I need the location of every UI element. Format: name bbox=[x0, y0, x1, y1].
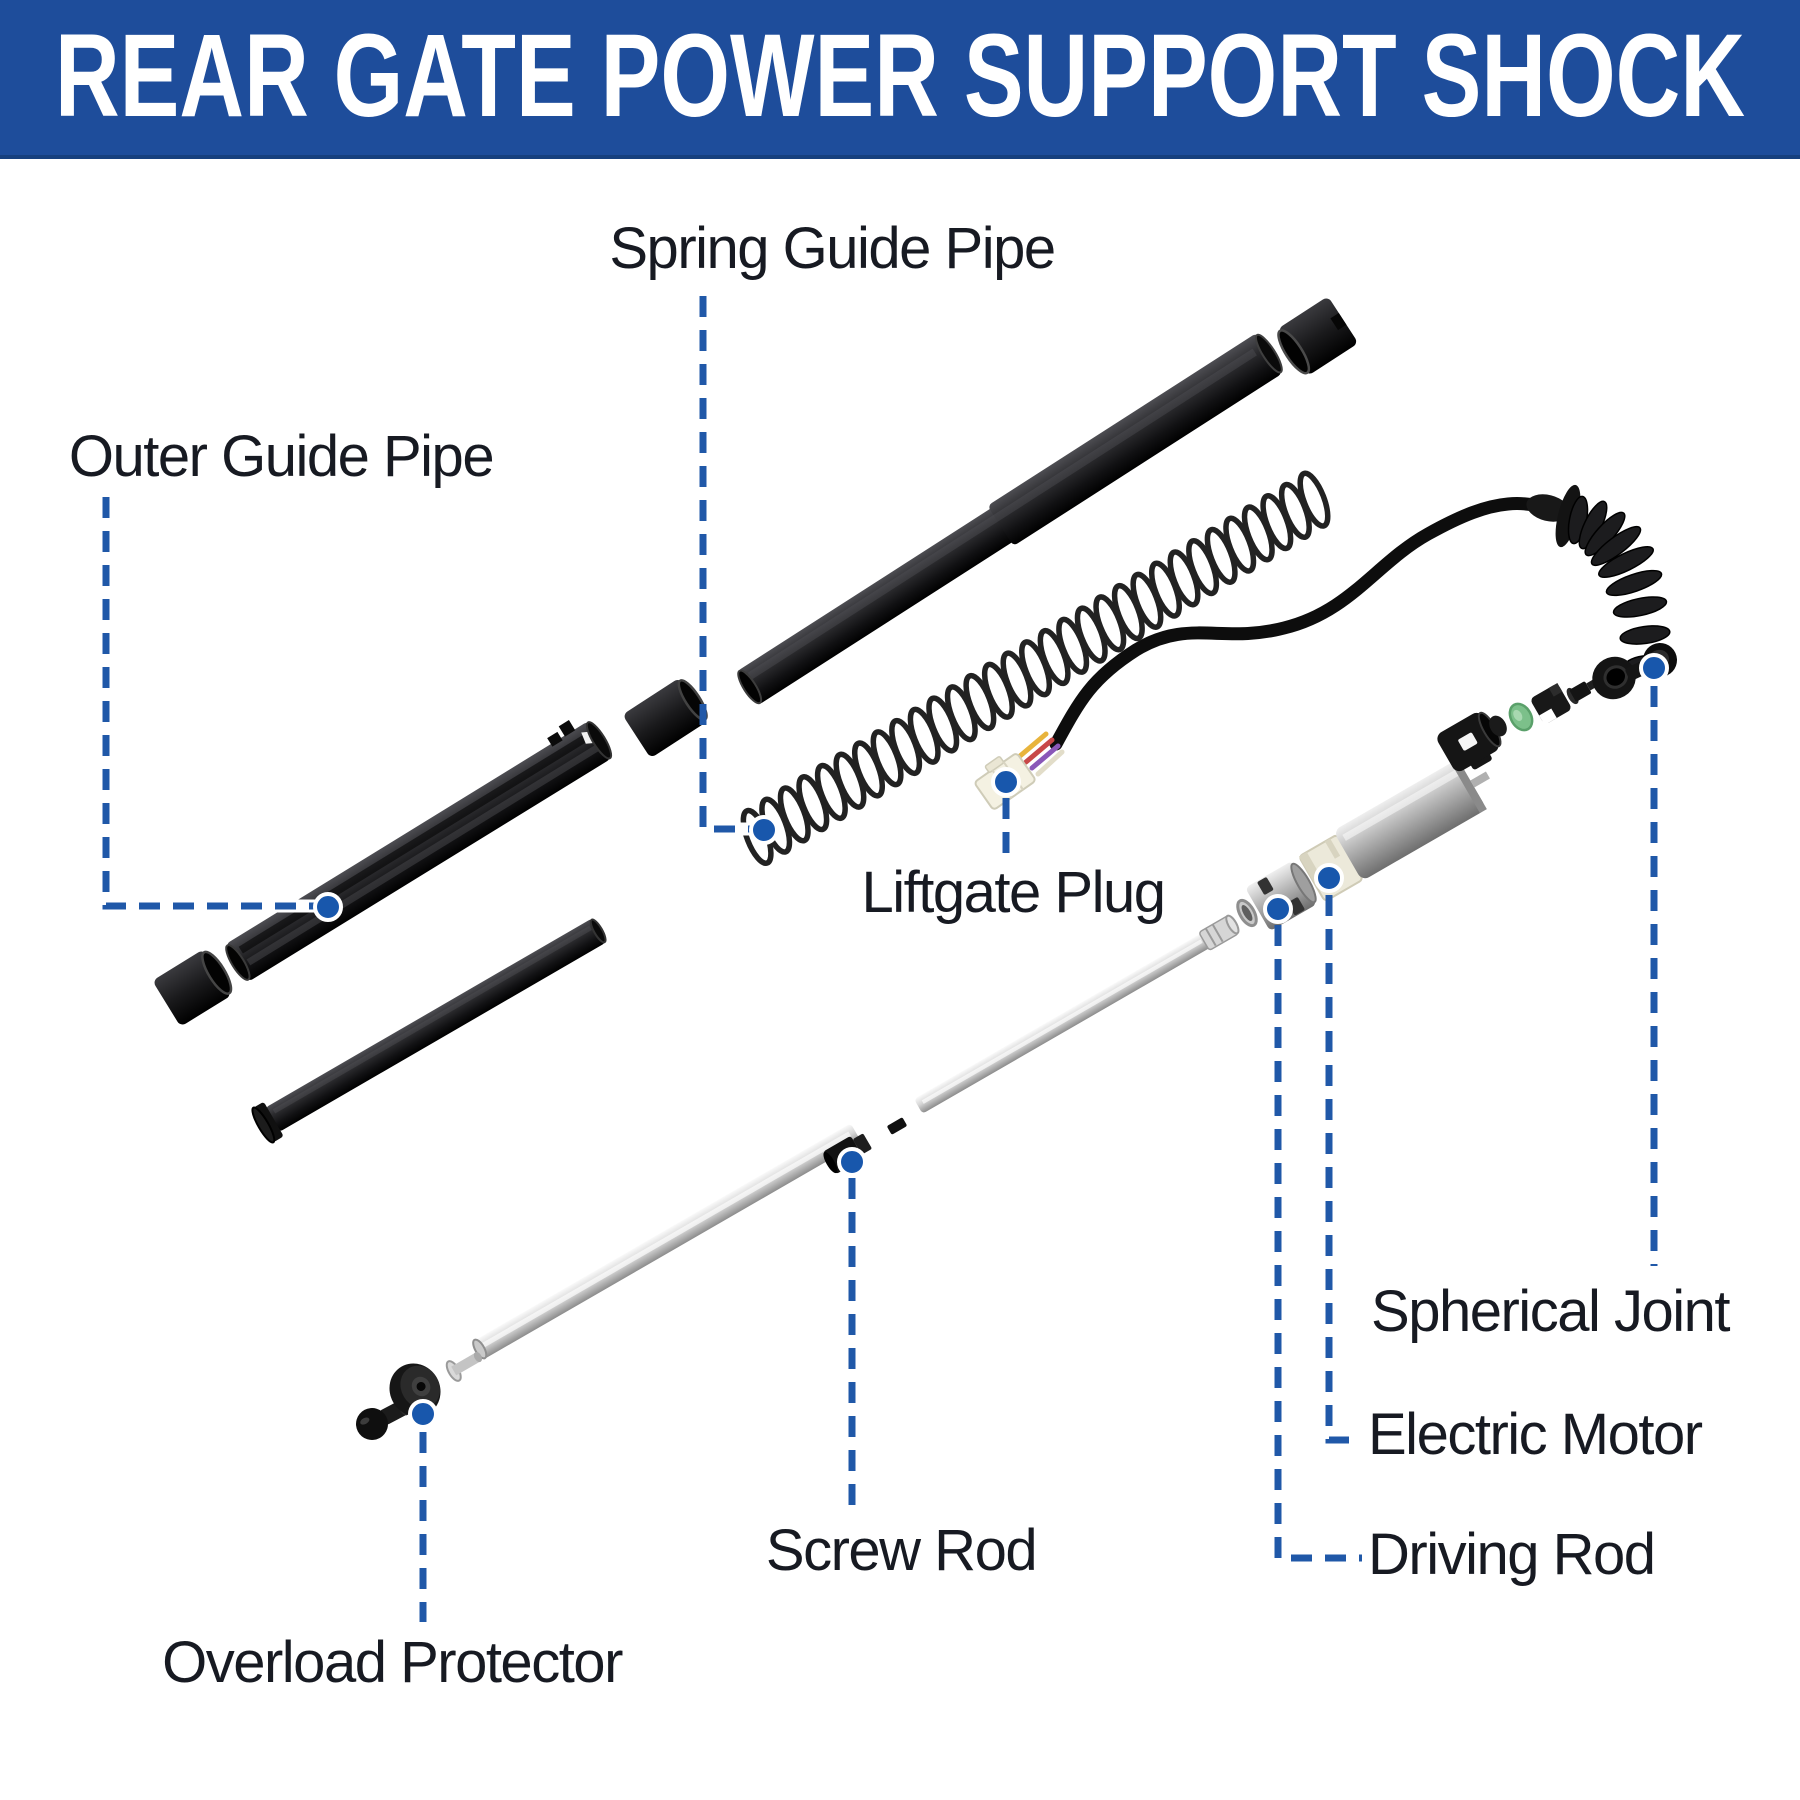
grommet-ring bbox=[1592, 656, 1636, 700]
page-title: REAR GATE POWER SUPPORT SHOCK bbox=[55, 10, 1745, 142]
label-spherical-joint: Spherical Joint bbox=[1371, 1279, 1730, 1344]
rod-spacer bbox=[887, 1117, 907, 1135]
dot-spherical-joint bbox=[1639, 653, 1669, 683]
dot-driving-rod bbox=[1263, 894, 1293, 924]
cable-bellows bbox=[1567, 495, 1672, 674]
rod-ring bbox=[1236, 898, 1258, 928]
label-screw-rod: Screw Rod bbox=[765, 1518, 1038, 1583]
overload-pin bbox=[445, 1351, 483, 1382]
leader-lines bbox=[102, 296, 1658, 1622]
spring-guide-pipe bbox=[737, 333, 1283, 705]
coil-spring bbox=[740, 470, 1331, 866]
header-banner: REAR GATE POWER SUPPORT SHOCK bbox=[0, 0, 1800, 159]
leader-spring-guide-pipe bbox=[699, 296, 750, 833]
outer-guide-pipe-cap bbox=[154, 950, 233, 1025]
dot-electric-motor bbox=[1314, 863, 1344, 893]
bracket-clip bbox=[1531, 683, 1571, 725]
electric-motor-body bbox=[1336, 749, 1492, 879]
label-spring-guide-pipe: Spring Guide Pipe bbox=[609, 216, 1056, 281]
liftgate-cable bbox=[1049, 497, 1571, 751]
screw-rod-upper bbox=[915, 914, 1240, 1113]
spring-guide-pipe-top-cap bbox=[1277, 298, 1357, 375]
connector-wires bbox=[1017, 731, 1065, 777]
dot-outer-guide-pipe bbox=[313, 892, 343, 922]
inner-guide-tube bbox=[251, 918, 607, 1144]
dot-spring-guide-pipe bbox=[749, 815, 779, 845]
dot-liftgate-plug bbox=[991, 767, 1021, 797]
bolt-pin bbox=[1566, 678, 1599, 705]
callout-dots bbox=[313, 653, 1669, 1429]
dot-screw-rod bbox=[837, 1147, 867, 1177]
screw-rod-lower bbox=[472, 1124, 860, 1360]
spring-guide-pipe-bottom-cap bbox=[624, 679, 708, 757]
label-outer-guide-pipe: Outer Guide Pipe bbox=[68, 424, 495, 489]
cap-ring bbox=[1437, 711, 1502, 772]
green-seal-disc bbox=[1508, 702, 1534, 732]
label-liftgate-plug: Liftgate Plug bbox=[861, 860, 1166, 925]
leader-driving-rod bbox=[1274, 925, 1362, 1562]
label-driving-rod: Driving Rod bbox=[1368, 1522, 1656, 1587]
spacer-disc bbox=[1489, 715, 1507, 737]
dot-overload-protector bbox=[408, 1399, 438, 1429]
label-overload-protector: Overload Protector bbox=[162, 1630, 623, 1695]
leader-electric-motor bbox=[1325, 895, 1362, 1444]
leader-outer-guide-pipe bbox=[102, 497, 316, 910]
cable-collar bbox=[1526, 484, 1581, 548]
header-title-svg: REAR GATE POWER SUPPORT SHOCK bbox=[55, 10, 1745, 142]
label-electric-motor: Electric Motor bbox=[1368, 1402, 1703, 1467]
